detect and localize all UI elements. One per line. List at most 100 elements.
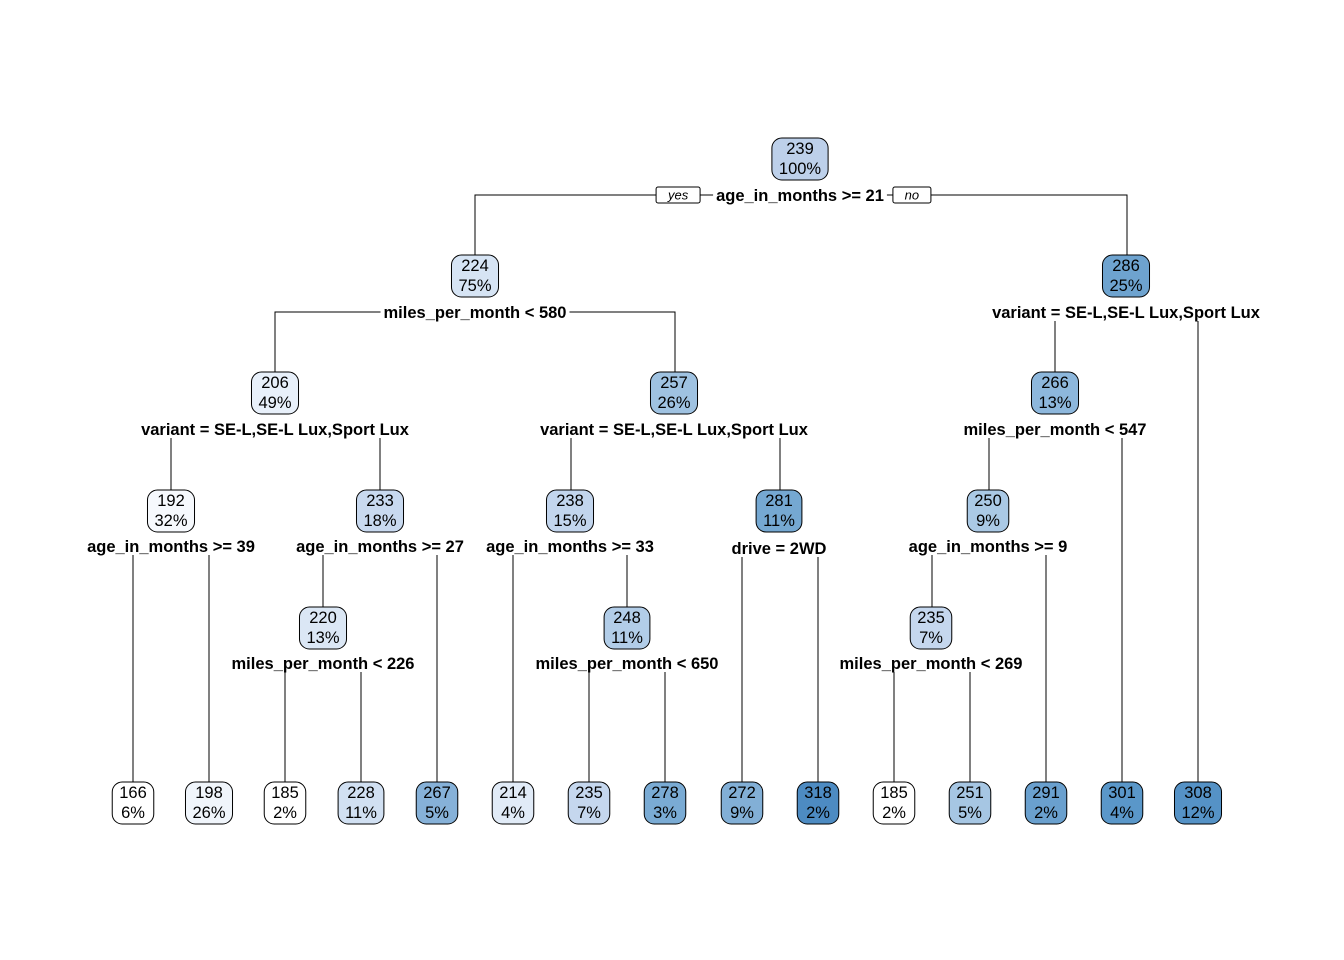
split-label-bg (138, 418, 412, 438)
node-percent: 18% (363, 512, 396, 530)
node-percent: 49% (258, 394, 291, 412)
node-box (649, 371, 699, 415)
node-percent: 13% (306, 629, 339, 647)
split-label-n9: age_in_months >= 27 (296, 538, 464, 556)
node-percent: 2% (806, 804, 830, 822)
split-label-n1: age_in_months >= 21 (716, 187, 884, 205)
node-box (355, 489, 405, 533)
tree-node-n1: 239 100% (771, 137, 829, 181)
node-box (966, 489, 1010, 533)
node-value: 235 (575, 784, 603, 802)
edge-n3-right (1126, 311, 1199, 782)
node-value: 233 (366, 492, 394, 510)
node-box (948, 781, 992, 825)
tree-nodes: 239100%22475%28625%20649%25726%26613%192… (111, 137, 1223, 825)
node-percent: 11% (611, 629, 643, 647)
edge-n24-left (893, 662, 931, 782)
split-label-n5: variant = SE-L,SE-L Lux,Sport Lux (540, 421, 809, 439)
no-tag-box (892, 186, 932, 204)
edge-n24-right (931, 662, 971, 782)
node-value: 301 (1108, 784, 1136, 802)
node-box (567, 781, 611, 825)
node-percent: 2% (882, 804, 906, 822)
node-box (184, 781, 234, 825)
split-label-bg (836, 652, 1026, 672)
node-value: 266 (1041, 374, 1069, 392)
node-box (146, 489, 196, 533)
node-value: 206 (261, 374, 289, 392)
node-percent: 2% (273, 804, 297, 822)
node-percent: 7% (919, 629, 943, 647)
split-label-bg (960, 418, 1150, 438)
node-box (643, 781, 687, 825)
split-label-bg (483, 535, 657, 555)
node-value: 214 (499, 784, 527, 802)
node-box (491, 781, 535, 825)
node-value: 192 (157, 492, 185, 510)
node-box (1100, 781, 1144, 825)
node-box (415, 781, 459, 825)
node-value: 185 (271, 784, 299, 802)
node-percent: 9% (730, 804, 754, 822)
split-label-n4: variant = SE-L,SE-L Lux,Sport Lux (141, 421, 410, 439)
node-percent: 11% (763, 512, 795, 530)
node-percent: 5% (958, 804, 982, 822)
node-box (111, 781, 155, 825)
node-value: 286 (1112, 257, 1140, 275)
split-label-bg (532, 652, 722, 672)
edge-n11-left (741, 547, 779, 782)
node-value: 198 (195, 784, 223, 802)
node-value: 166 (119, 784, 147, 802)
node-box (337, 781, 385, 825)
split-label-n8: age_in_months >= 39 (87, 538, 255, 556)
split-label-bg (293, 535, 467, 555)
node-value: 185 (880, 784, 908, 802)
node-value: 278 (651, 784, 679, 802)
yes-tag-box (655, 186, 701, 204)
node-percent: 15% (553, 512, 586, 530)
node-value: 239 (786, 140, 814, 158)
split-label-bg (380, 301, 570, 321)
node-percent: 9% (976, 512, 1000, 530)
node-percent: 6% (121, 804, 145, 822)
node-value: 308 (1184, 784, 1212, 802)
node-percent: 75% (458, 277, 491, 295)
split-label-n10: age_in_months >= 33 (486, 538, 654, 556)
tree-edges (132, 194, 1199, 782)
node-box (796, 781, 840, 825)
edge-n8-right (171, 545, 210, 782)
node-value: 281 (765, 492, 793, 510)
split-label-bg (713, 184, 887, 204)
split-label-bg (537, 418, 811, 438)
split-label-n2: miles_per_month < 580 (384, 304, 567, 322)
node-box (1030, 371, 1080, 415)
node-percent: 32% (154, 512, 187, 530)
node-percent: 100% (779, 160, 822, 178)
node-percent: 7% (577, 804, 601, 822)
node-percent: 11% (345, 804, 377, 822)
node-percent: 26% (657, 394, 690, 412)
node-percent: 5% (425, 804, 449, 822)
node-percent: 26% (192, 804, 225, 822)
node-box (250, 371, 300, 415)
node-value: 238 (556, 492, 584, 510)
node-percent: 12% (1181, 804, 1214, 822)
